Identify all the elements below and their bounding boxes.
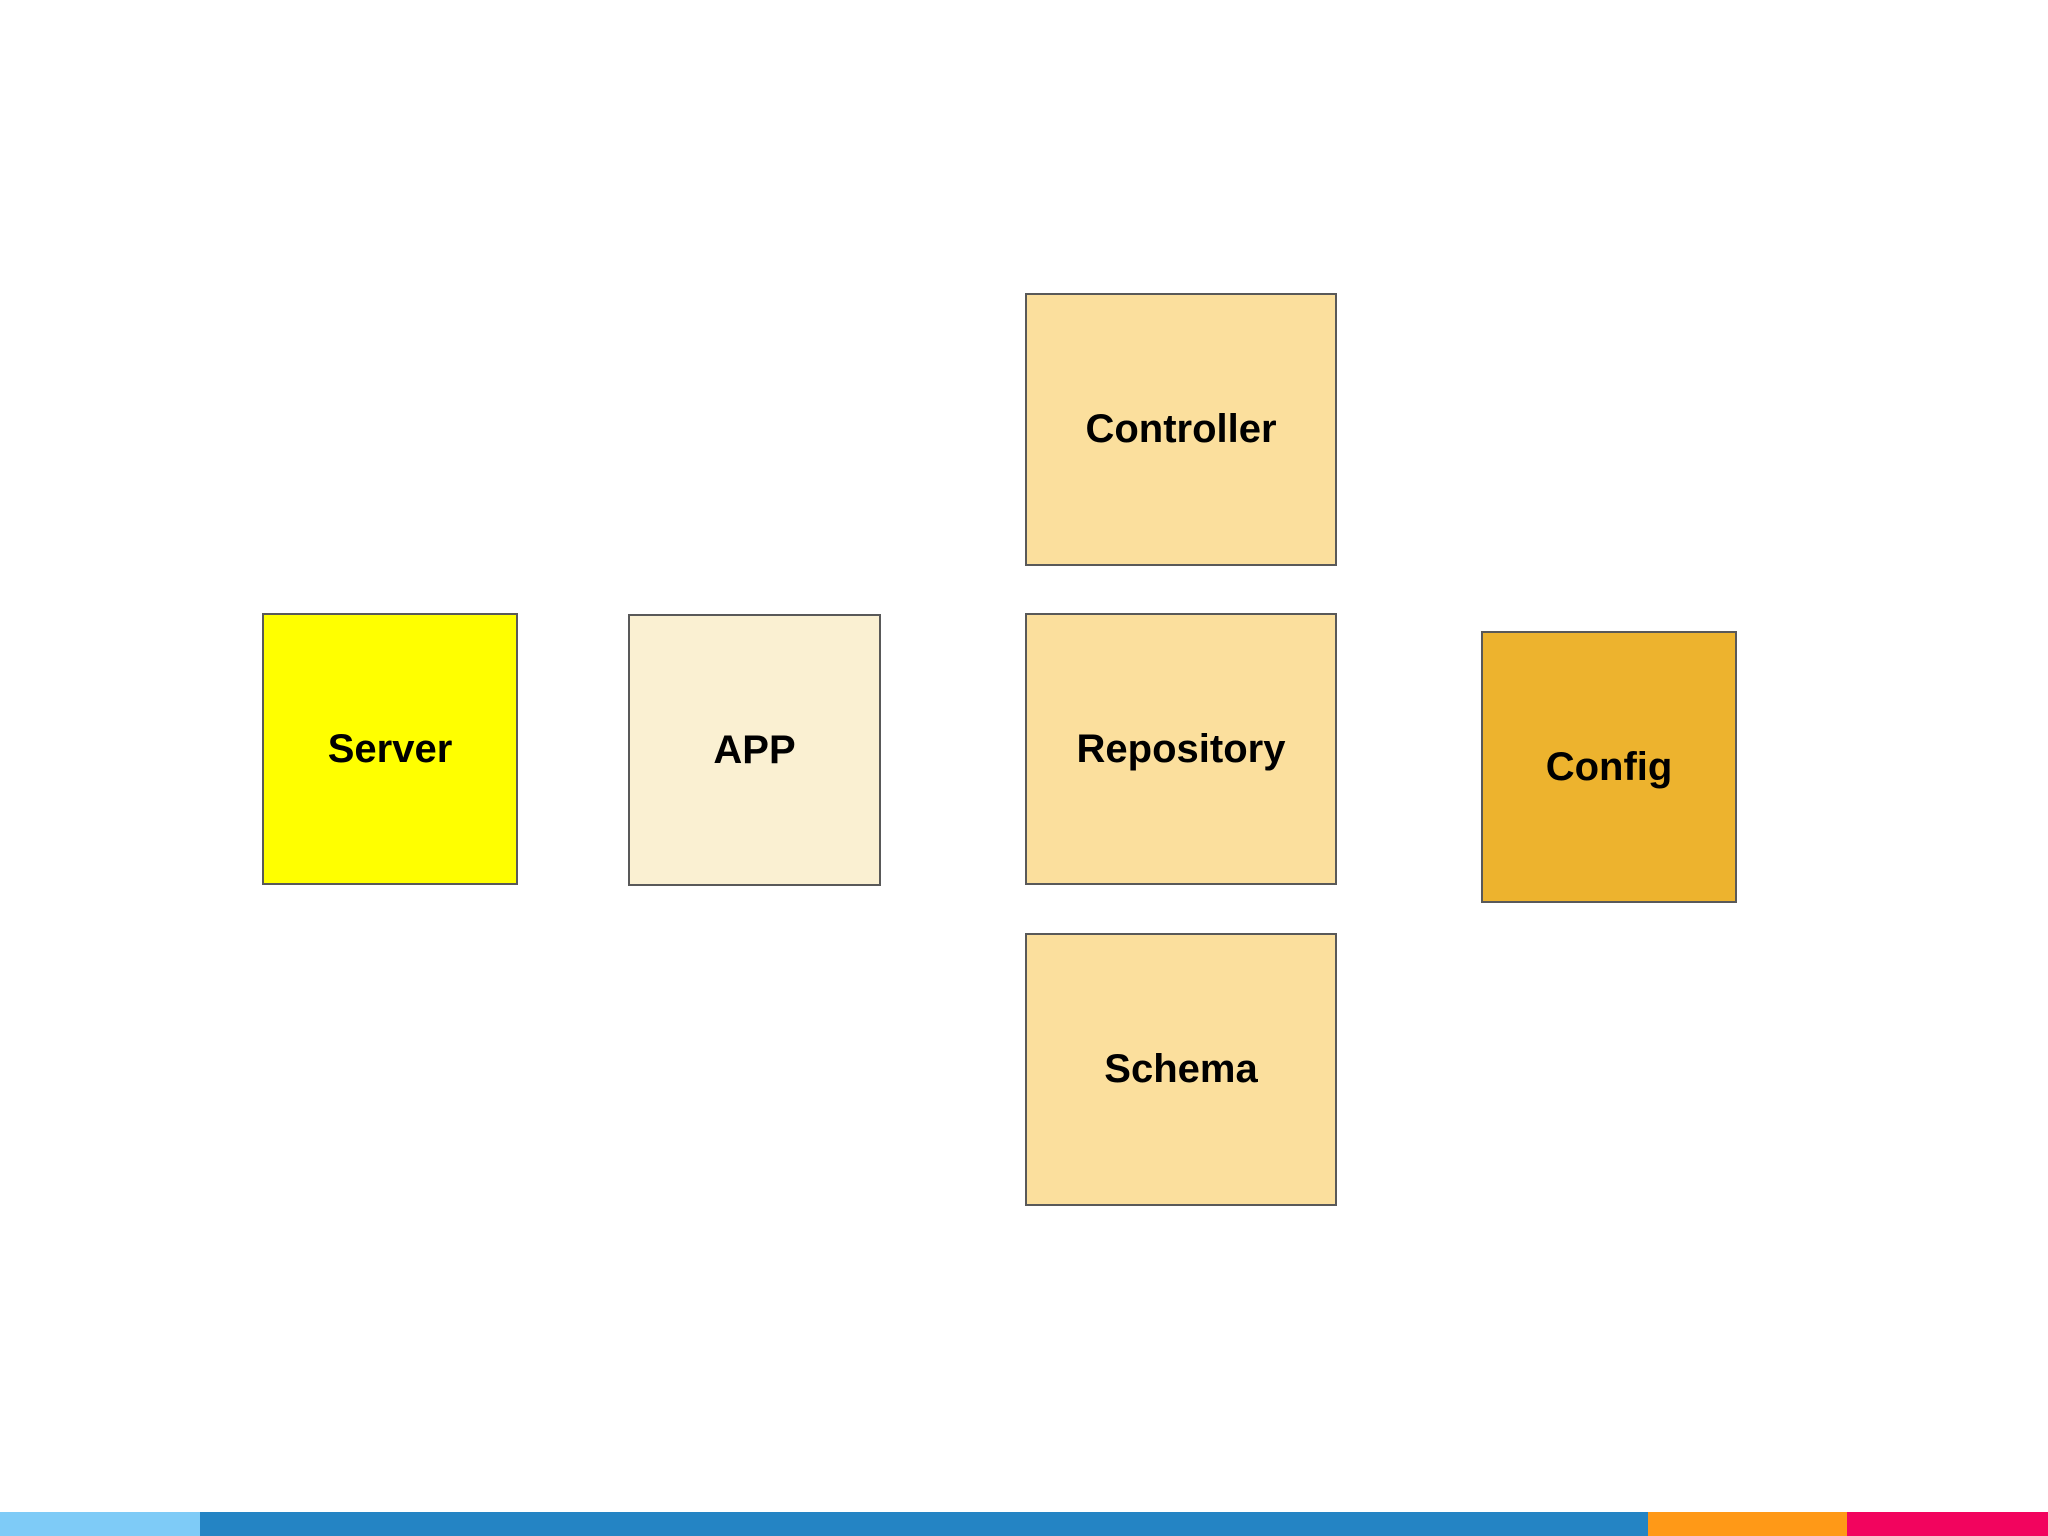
node-controller-label: Controller [1085,407,1277,451]
node-app: APP [628,614,881,886]
footer-segment-blue [200,1512,1648,1536]
node-repository-label: Repository [1076,726,1286,771]
node-schema: Schema [1025,933,1337,1206]
footer-segment-light-blue [0,1512,200,1536]
node-controller: Controller [1025,293,1337,566]
footer-segment-orange [1648,1512,1847,1536]
node-config: Config [1481,631,1737,903]
footer-accent-bar [0,1512,2048,1536]
node-app-label: APP [713,727,796,772]
node-config-label: Config [1545,744,1673,789]
node-schema-label: Schema [1104,1047,1258,1091]
node-server: Server [262,613,518,885]
node-repository: Repository [1025,613,1337,885]
node-server-label: Server [327,726,453,771]
footer-segment-pink [1847,1512,2048,1536]
